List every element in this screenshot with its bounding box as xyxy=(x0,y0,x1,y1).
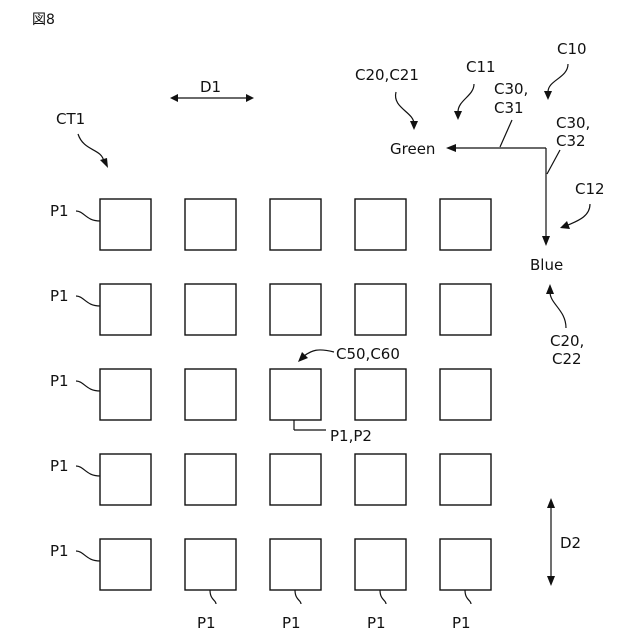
c20-c21-label: C20,C21 xyxy=(355,66,419,84)
pixel-grid xyxy=(100,199,491,590)
blue-label: Blue xyxy=(530,256,563,274)
pixel-square-r2-c5 xyxy=(440,284,491,335)
pixel-square-r4-c3 xyxy=(270,454,321,505)
c30-c32-leader xyxy=(547,150,560,174)
blue-direction-arrow xyxy=(542,148,550,246)
row-pixel-leader xyxy=(76,296,100,306)
row-pixel-leader xyxy=(76,381,100,391)
ct1-label: CT1 xyxy=(56,110,85,128)
bottom-pixel-leader xyxy=(380,590,386,604)
c20-c21-leader-arrow xyxy=(396,92,418,130)
d2-direction-arrow xyxy=(547,498,555,586)
bottom-pixel-label: P1 xyxy=(197,614,216,632)
row-pixel-leader xyxy=(76,551,100,561)
pixel-square-r1-c4 xyxy=(355,199,406,250)
row-pixel-leader xyxy=(76,466,100,476)
c11-leader-arrow xyxy=(454,84,474,120)
c10-leader-arrow xyxy=(544,64,568,100)
pixel-square-r4-c4 xyxy=(355,454,406,505)
c50-c60-label: C50,C60 xyxy=(336,345,400,363)
p1-p2-label: P1,P2 xyxy=(330,427,372,445)
bottom-pixel-leader xyxy=(210,590,216,604)
pixel-square-r5-c2 xyxy=(185,539,236,590)
d2-label: D2 xyxy=(560,534,581,552)
ct1-leader-arrow xyxy=(78,134,108,168)
c30-c32-label-line2: C32 xyxy=(556,132,586,150)
c20-c22-leader-arrow xyxy=(546,284,566,328)
pixel-square-r5-c1 xyxy=(100,539,151,590)
pixel-square-r3-c5 xyxy=(440,369,491,420)
pixel-square-r3-c3 xyxy=(270,369,321,420)
green-label: Green xyxy=(390,140,435,158)
pixel-square-r4-c2 xyxy=(185,454,236,505)
pixel-square-r1-c3 xyxy=(270,199,321,250)
c12-label: C12 xyxy=(575,180,605,198)
row-pixel-labels: P1P1P1P1P1 xyxy=(50,202,100,561)
bottom-pixel-label: P1 xyxy=(282,614,301,632)
c12-leader-arrow xyxy=(560,204,590,229)
pixel-square-r3-c2 xyxy=(185,369,236,420)
pixel-square-r2-c2 xyxy=(185,284,236,335)
c11-label: C11 xyxy=(466,58,496,76)
pixel-square-r2-c4 xyxy=(355,284,406,335)
pixel-square-r2-c3 xyxy=(270,284,321,335)
pixel-square-r3-c1 xyxy=(100,369,151,420)
c20-c22-label-line2: C22 xyxy=(552,350,582,368)
row-pixel-label: P1 xyxy=(50,542,69,560)
c30-c31-label-line1: C30, xyxy=(494,80,528,98)
bottom-pixel-label: P1 xyxy=(452,614,471,632)
pixel-square-r5-c4 xyxy=(355,539,406,590)
c30-c31-label-line2: C31 xyxy=(494,99,524,117)
pixel-square-r4-c5 xyxy=(440,454,491,505)
d1-label: D1 xyxy=(200,78,221,96)
row-pixel-label: P1 xyxy=(50,372,69,390)
pixel-square-r1-c5 xyxy=(440,199,491,250)
row-pixel-label: P1 xyxy=(50,202,69,220)
pixel-square-r3-c4 xyxy=(355,369,406,420)
bottom-pixel-leader xyxy=(295,590,301,604)
pixel-square-r5-c5 xyxy=(440,539,491,590)
green-direction-arrow xyxy=(446,144,546,152)
c30-c31-leader xyxy=(500,120,512,147)
c30-c32-label-line1: C30, xyxy=(556,114,590,132)
figure-label: 図8 xyxy=(32,12,55,28)
pixel-square-r5-c3 xyxy=(270,539,321,590)
row-pixel-label: P1 xyxy=(50,457,69,475)
pixel-square-r1-c1 xyxy=(100,199,151,250)
row-pixel-label: P1 xyxy=(50,287,69,305)
bottom-pixel-leader xyxy=(465,590,471,604)
pixel-square-r2-c1 xyxy=(100,284,151,335)
c50-c60-leader-arrow xyxy=(298,350,334,362)
pixel-square-r4-c1 xyxy=(100,454,151,505)
bottom-pixel-labels: P1 P1 P1 P1 xyxy=(197,590,471,632)
bottom-pixel-label: P1 xyxy=(367,614,386,632)
c20-c22-label-line1: C20, xyxy=(550,332,584,350)
pixel-square-r1-c2 xyxy=(185,199,236,250)
c10-label: C10 xyxy=(557,40,587,58)
row-pixel-leader xyxy=(76,211,100,221)
